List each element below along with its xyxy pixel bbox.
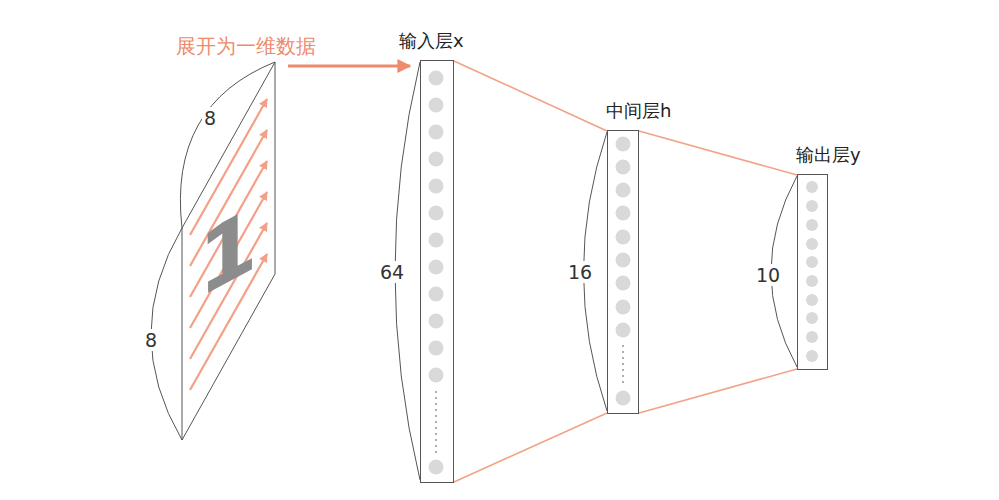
image-outline (182, 62, 275, 440)
ellipsis-dot (435, 409, 437, 411)
neuron (616, 323, 631, 338)
neuron (429, 71, 444, 86)
neuron (616, 300, 631, 315)
neuron (806, 331, 818, 343)
flatten-note: 展开为一维数据 (174, 34, 318, 58)
neuron (806, 219, 818, 231)
neuron (806, 275, 818, 287)
layer-title: 输出层y (796, 143, 861, 167)
neuron (806, 294, 818, 306)
neuron (429, 368, 444, 383)
layer-title: 中间层h (606, 99, 671, 123)
dimension-number: 64 (378, 261, 406, 284)
neuron (806, 200, 818, 212)
neuron (429, 260, 444, 275)
dimension-number: 8 (143, 329, 159, 352)
neuron (616, 253, 631, 268)
neuron (429, 460, 444, 475)
ellipsis-dot (435, 421, 437, 423)
neuron (616, 391, 631, 406)
neuron (616, 276, 631, 291)
neuron (806, 312, 818, 324)
neuron (806, 238, 818, 250)
dimension-number: 16 (566, 261, 594, 284)
ellipsis-dot (435, 391, 437, 393)
neuron (806, 350, 818, 362)
connection-line (454, 61, 607, 131)
neuron (429, 152, 444, 167)
ellipsis-dot (622, 357, 624, 359)
neuron (616, 206, 631, 221)
dimension-arc (151, 62, 797, 480)
dimension-number: 10 (754, 264, 782, 287)
neuron (429, 206, 444, 221)
digit-image: 1 (182, 62, 275, 440)
ellipsis-dot (622, 345, 624, 347)
neuron (616, 230, 631, 245)
neuron (429, 125, 444, 140)
neuron (429, 179, 444, 194)
layer-box: 输出层y (797, 174, 828, 370)
ellipsis-dot (435, 415, 437, 417)
connection-line (639, 131, 797, 175)
dimension-number: 8 (202, 107, 218, 130)
layer-box: 中间层h (607, 130, 639, 414)
neuron (806, 181, 818, 193)
neuron (429, 287, 444, 302)
ellipsis-dot (435, 403, 437, 405)
ellipsis-dot (435, 433, 437, 435)
ellipsis-dot (622, 369, 624, 371)
neuron (806, 256, 818, 268)
neuron (429, 98, 444, 113)
neuron (616, 137, 631, 152)
neuron (429, 314, 444, 329)
neuron (616, 160, 631, 175)
ellipsis-dot (435, 451, 437, 453)
ellipsis-dot (435, 427, 437, 429)
ellipsis-dot (435, 439, 437, 441)
connection-line (639, 369, 797, 413)
flow-arrow (288, 65, 410, 68)
connection-line (454, 413, 607, 482)
ellipsis-dot (435, 397, 437, 399)
neuron (429, 341, 444, 356)
scan-arrows (190, 99, 267, 390)
neuron (429, 233, 444, 248)
neuron (616, 183, 631, 198)
ellipsis-dot (622, 381, 624, 383)
layer-title: 输入层x (399, 29, 464, 53)
ellipsis-dot (435, 445, 437, 447)
ellipsis-dot (622, 351, 624, 353)
ellipsis-dot (622, 375, 624, 377)
digit-glyph: 1 (198, 193, 258, 311)
neurons (429, 71, 819, 475)
layer-box: 输入层x (420, 60, 454, 483)
ellipsis-dot (622, 363, 624, 365)
